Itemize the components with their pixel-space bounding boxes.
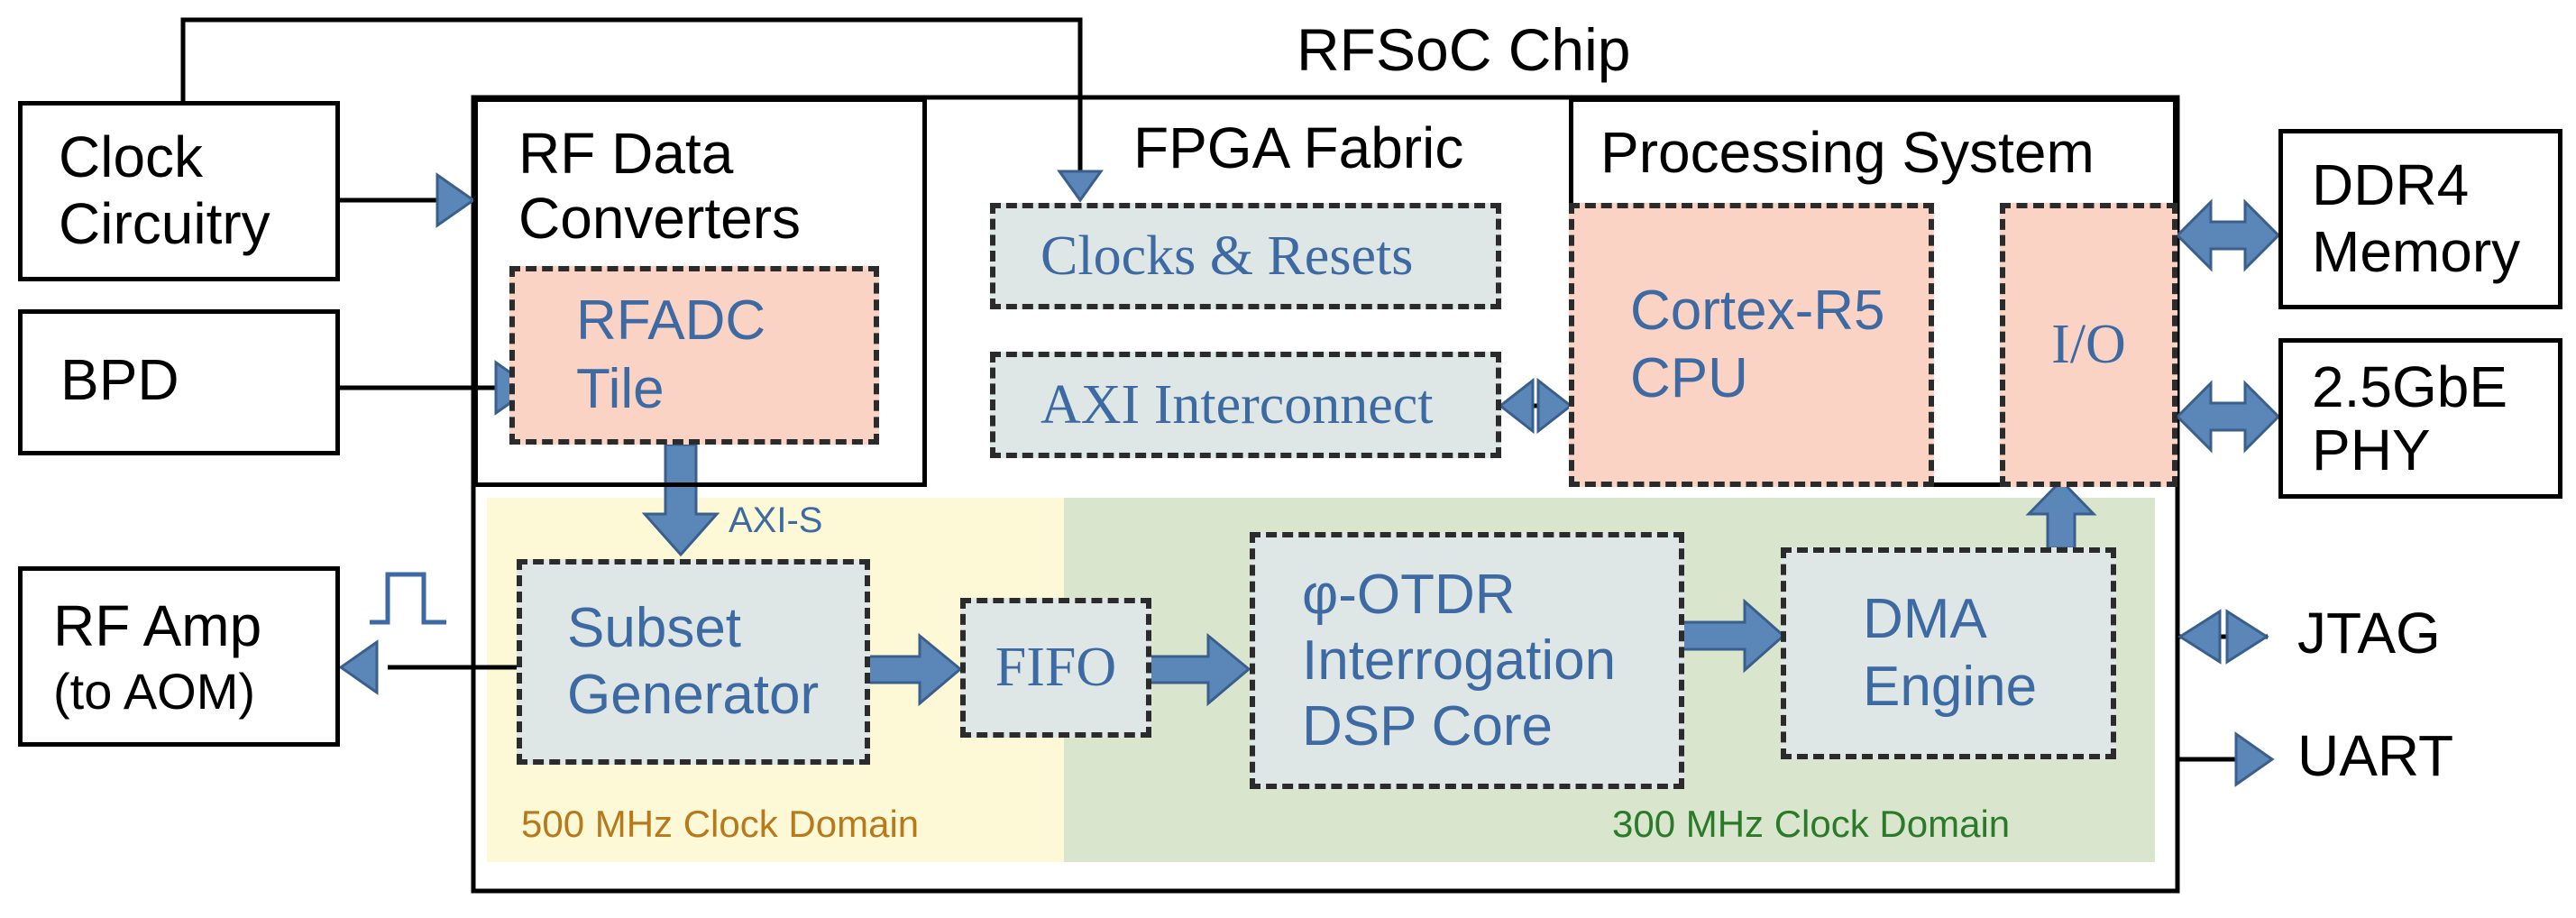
otdr-dsp-core-block: φ-OTDR Interrogation DSP Core: [1250, 532, 1684, 789]
domain-500-label: 500 MHz Clock Domain: [521, 803, 920, 845]
bpd-label: BPD: [60, 347, 179, 412]
fifo-label: FIFO: [995, 637, 1117, 698]
subset-generator-block: Subset Generator: [517, 559, 870, 765]
dma-to-io-arrow: [2025, 478, 2097, 550]
domain-300-label: 300 MHz Clock Domain: [1612, 803, 2011, 845]
subset-line2: Generator: [567, 664, 820, 726]
rfadc-line2: Tile: [576, 358, 665, 420]
subset-line1: Subset: [567, 596, 742, 659]
rfadc-tile-block: RFADC Tile: [509, 266, 879, 445]
axi-interconnect-label: AXI Interconnect: [1040, 373, 1434, 436]
rfsoc-chip-outline: [471, 95, 2180, 894]
rf-converters-title-line1: RF Data: [518, 121, 734, 186]
fifo-block: FIFO: [960, 598, 1151, 738]
fpga-fabric-title: FPGA Fabric: [1133, 115, 1464, 180]
axi-s-label: AXI-S: [729, 500, 823, 540]
rf-amp-box: RF Amp (to AOM): [18, 566, 340, 747]
rfadc-line1: RFADC: [576, 289, 766, 353]
otdr-line2: Interrogation: [1302, 629, 1617, 692]
axi-right-arrowhead: [1536, 377, 1573, 435]
jtag-right-arrowhead: [2225, 609, 2269, 665]
rf-converters-title: RF Data Converters: [518, 121, 801, 251]
axi-left-arrowhead: [1498, 377, 1535, 435]
otdr-line3: DSP Core: [1302, 695, 1553, 758]
clock-label-line1: Clock: [59, 124, 204, 190]
phy-box: 2.5GbE PHY: [2278, 338, 2562, 499]
uart-arrowhead: [2234, 731, 2275, 787]
fifo-to-otdr-arrow: [1148, 632, 1251, 707]
uart-label: UART: [2297, 723, 2454, 788]
rf-converters-title-line2: Converters: [518, 185, 801, 251]
io-label: I/O: [2051, 314, 2126, 375]
cortex-r5-cpu-block: Cortex-R5 CPU: [1569, 203, 1934, 487]
processing-system-title: Processing System: [1600, 120, 2095, 185]
io-phy-double-arrow: [2175, 380, 2281, 454]
ddr4-memory-box: DDR4 Memory: [2278, 129, 2562, 309]
otdr-to-dma-arrow: [1680, 598, 1786, 674]
dma-line1: DMA: [1863, 588, 1987, 651]
axi-s-block-arrow: [641, 443, 720, 557]
rf-data-converters-box: RF Data Converters: [473, 97, 927, 487]
phy-line1: 2.5GbE: [2312, 353, 2508, 419]
chip-title: RFSoC Chip: [1297, 16, 1631, 83]
clock-arrowhead: [1057, 170, 1104, 203]
rfamp-output-arrowhead: [338, 639, 379, 695]
phy-line2: PHY: [2312, 418, 2431, 482]
ddr4-line2: Memory: [2312, 219, 2521, 284]
pulse-icon: [370, 572, 446, 625]
dma-line2: Engine: [1863, 655, 2038, 718]
rf-amp-line1: RF Amp: [53, 593, 262, 658]
clock-distribution-line: [180, 17, 1083, 171]
converter-clock-arrowhead: [435, 172, 476, 228]
rf-amp-line2: (to AOM): [53, 662, 256, 720]
jtag-label: JTAG: [2297, 601, 2441, 666]
io-ddr4-double-arrow: [2175, 198, 2281, 272]
subset-to-fifo-arrow: [866, 632, 963, 707]
jtag-left-arrowhead: [2177, 609, 2222, 665]
bpd-box: BPD: [18, 309, 340, 455]
clock-label-line2: Circuitry: [59, 191, 270, 256]
cpu-line2: CPU: [1630, 346, 1748, 409]
clocks-resets-label: Clocks & Resets: [1040, 225, 1414, 287]
ddr4-line1: DDR4: [2312, 152, 2470, 218]
otdr-line1: φ-OTDR: [1302, 563, 1516, 626]
axi-interconnect-block: AXI Interconnect: [990, 352, 1501, 458]
cpu-line1: Cortex-R5: [1630, 280, 1885, 343]
io-block: I/O: [2000, 203, 2177, 487]
clock-circuitry-box: Clock Circuitry: [18, 101, 340, 281]
clocks-resets-block: Clocks & Resets: [990, 203, 1501, 309]
dma-engine-block: DMA Engine: [1781, 547, 2116, 759]
